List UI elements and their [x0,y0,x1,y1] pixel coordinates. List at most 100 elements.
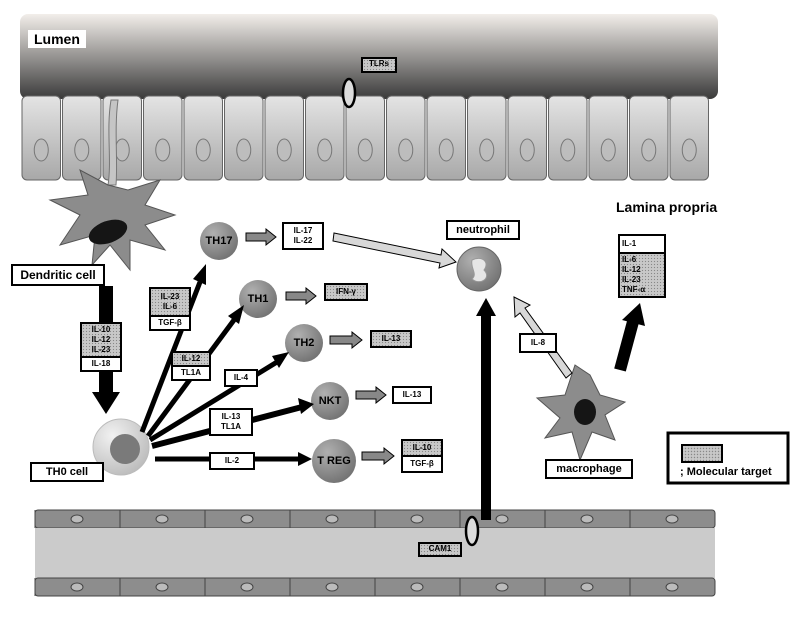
mac-target-0: IL-6 [622,255,637,264]
treg-cell [312,439,356,483]
th1-plain: TL1A [181,368,201,377]
th0-cell-label: TH0 cell [30,462,104,482]
epithelial-nucleus [560,138,576,162]
epithelial-nucleus [33,138,49,162]
dc-target-2: IL-23 [91,345,111,354]
tlrs-label: TLRs [361,57,397,73]
nkt-label: NKT [318,395,342,407]
legend-swatch [681,444,723,463]
nkt-output-box: IL-13 [392,386,432,404]
macrophage-shape [535,364,627,462]
epithelial-cell [345,95,385,181]
endothelial-nucleus [580,514,594,524]
epithelial-nucleus [317,138,333,162]
epithelial-cell [426,95,466,181]
neutrophil-shape [456,246,502,292]
endothelial-nucleus [155,582,169,592]
cam1-label: CAM1 [418,542,462,557]
th1-label: TH1 [247,293,269,305]
treg-output-target: IL-10 [403,441,441,457]
nkt-input-1: TL1A [221,422,241,431]
epithelial-cell [507,95,547,181]
th2-input-box: IL-4 [224,369,258,387]
nkt-cell [311,382,349,420]
mac-target-group: IL-6 IL-12 IL-23 TNF-α [620,254,664,296]
epithelial-nucleus [236,138,252,162]
th17-output-box: IL-17 IL-22 [282,222,324,250]
legend-text: ; Molecular target [680,466,772,478]
epithelial-nucleus [438,138,454,162]
endothelial-nucleus [240,582,254,592]
epithelial-nucleus [519,138,535,162]
epithelial-cell [588,95,628,181]
epithelial-cell [62,95,102,181]
dc-target-0: IL-10 [91,325,111,334]
lamina-propria-label: Lamina propria [616,199,718,215]
epithelial-cell [264,95,304,181]
endothelial-nucleus [70,582,84,592]
treg-output-box: IL-10 TGF-β [401,439,443,473]
endothelial-nucleus [495,514,509,524]
epithelial-cell [224,95,264,181]
legend-box [666,431,790,485]
blood-vessel [34,509,716,597]
epithelial-cell [143,95,183,181]
epithelial-nucleus [641,138,657,162]
tlr-receptor [341,77,357,109]
dc-cytokine-box: IL-10 IL-12 IL-23 IL-18 [80,322,122,372]
dc-plain: IL-18 [91,359,111,368]
endothelial-nucleus [580,582,594,592]
dendritic-cell-shape [48,99,177,272]
endothelial-nucleus [155,514,169,524]
neutrophil-label: neutrophil [446,220,520,240]
macrophage-label: macrophage [545,459,633,479]
epithelial-cell [548,95,588,181]
th17-cell [200,222,238,260]
dendritic-cell-label: Dendritic cell [11,264,105,286]
th17-plain: TGF-β [158,318,182,327]
endothelial-nucleus [665,582,679,592]
mac-target-1: IL-12 [622,265,641,274]
treg-input-box: IL-2 [209,452,255,470]
endothelial-nucleus [325,514,339,524]
treg-output-plain: TGF-β [410,459,434,468]
mac-target-2: IL-23 [622,275,641,284]
epithelial-nucleus [155,138,171,162]
epithelial-cell [183,95,223,181]
th2-output-box: IL-13 [370,330,412,348]
th17-target-group: IL-23 IL-6 [151,289,189,317]
lumen-label: Lumen [28,30,86,48]
epithelial-nucleus [398,138,414,162]
endothelial-nucleus [410,582,424,592]
endothelial-nucleus [495,582,509,592]
dc-target-group: IL-10 IL-12 IL-23 [82,324,120,358]
endothelial-nucleus [70,514,84,524]
epithelial-cell [386,95,426,181]
cam1-receptor [464,515,480,547]
th17-label: TH17 [205,235,233,247]
th17-output-0: IL-17 [293,226,313,235]
th1-input-box: IL-12 TL1A [171,351,211,381]
epithelial-nucleus [600,138,616,162]
epithelium [21,95,709,181]
endothelial-nucleus [410,514,424,524]
epithelial-nucleus [479,138,495,162]
endothelial-nucleus [665,514,679,524]
epithelial-cell [305,95,345,181]
th1-target: IL-12 [173,353,209,367]
epithelial-nucleus [74,138,90,162]
epithelial-cell [467,95,507,181]
th17-input-box: IL-23 IL-6 TGF-β [149,287,191,331]
dc-target-1: IL-12 [91,335,111,344]
th0-cell-shape [92,418,150,476]
macrophage-output-box: IL-1 IL-6 IL-12 IL-23 TNF-α [618,234,666,298]
th17-target-1: IL-6 [162,302,178,311]
nkt-input-box: IL-13 TL1A [209,408,253,436]
treg-label: T REG [317,455,351,467]
th1-output-box: IFN-γ [324,283,368,301]
epithelial-nucleus [195,138,211,162]
th17-output-1: IL-22 [293,236,313,245]
th2-label: TH2 [293,337,315,349]
